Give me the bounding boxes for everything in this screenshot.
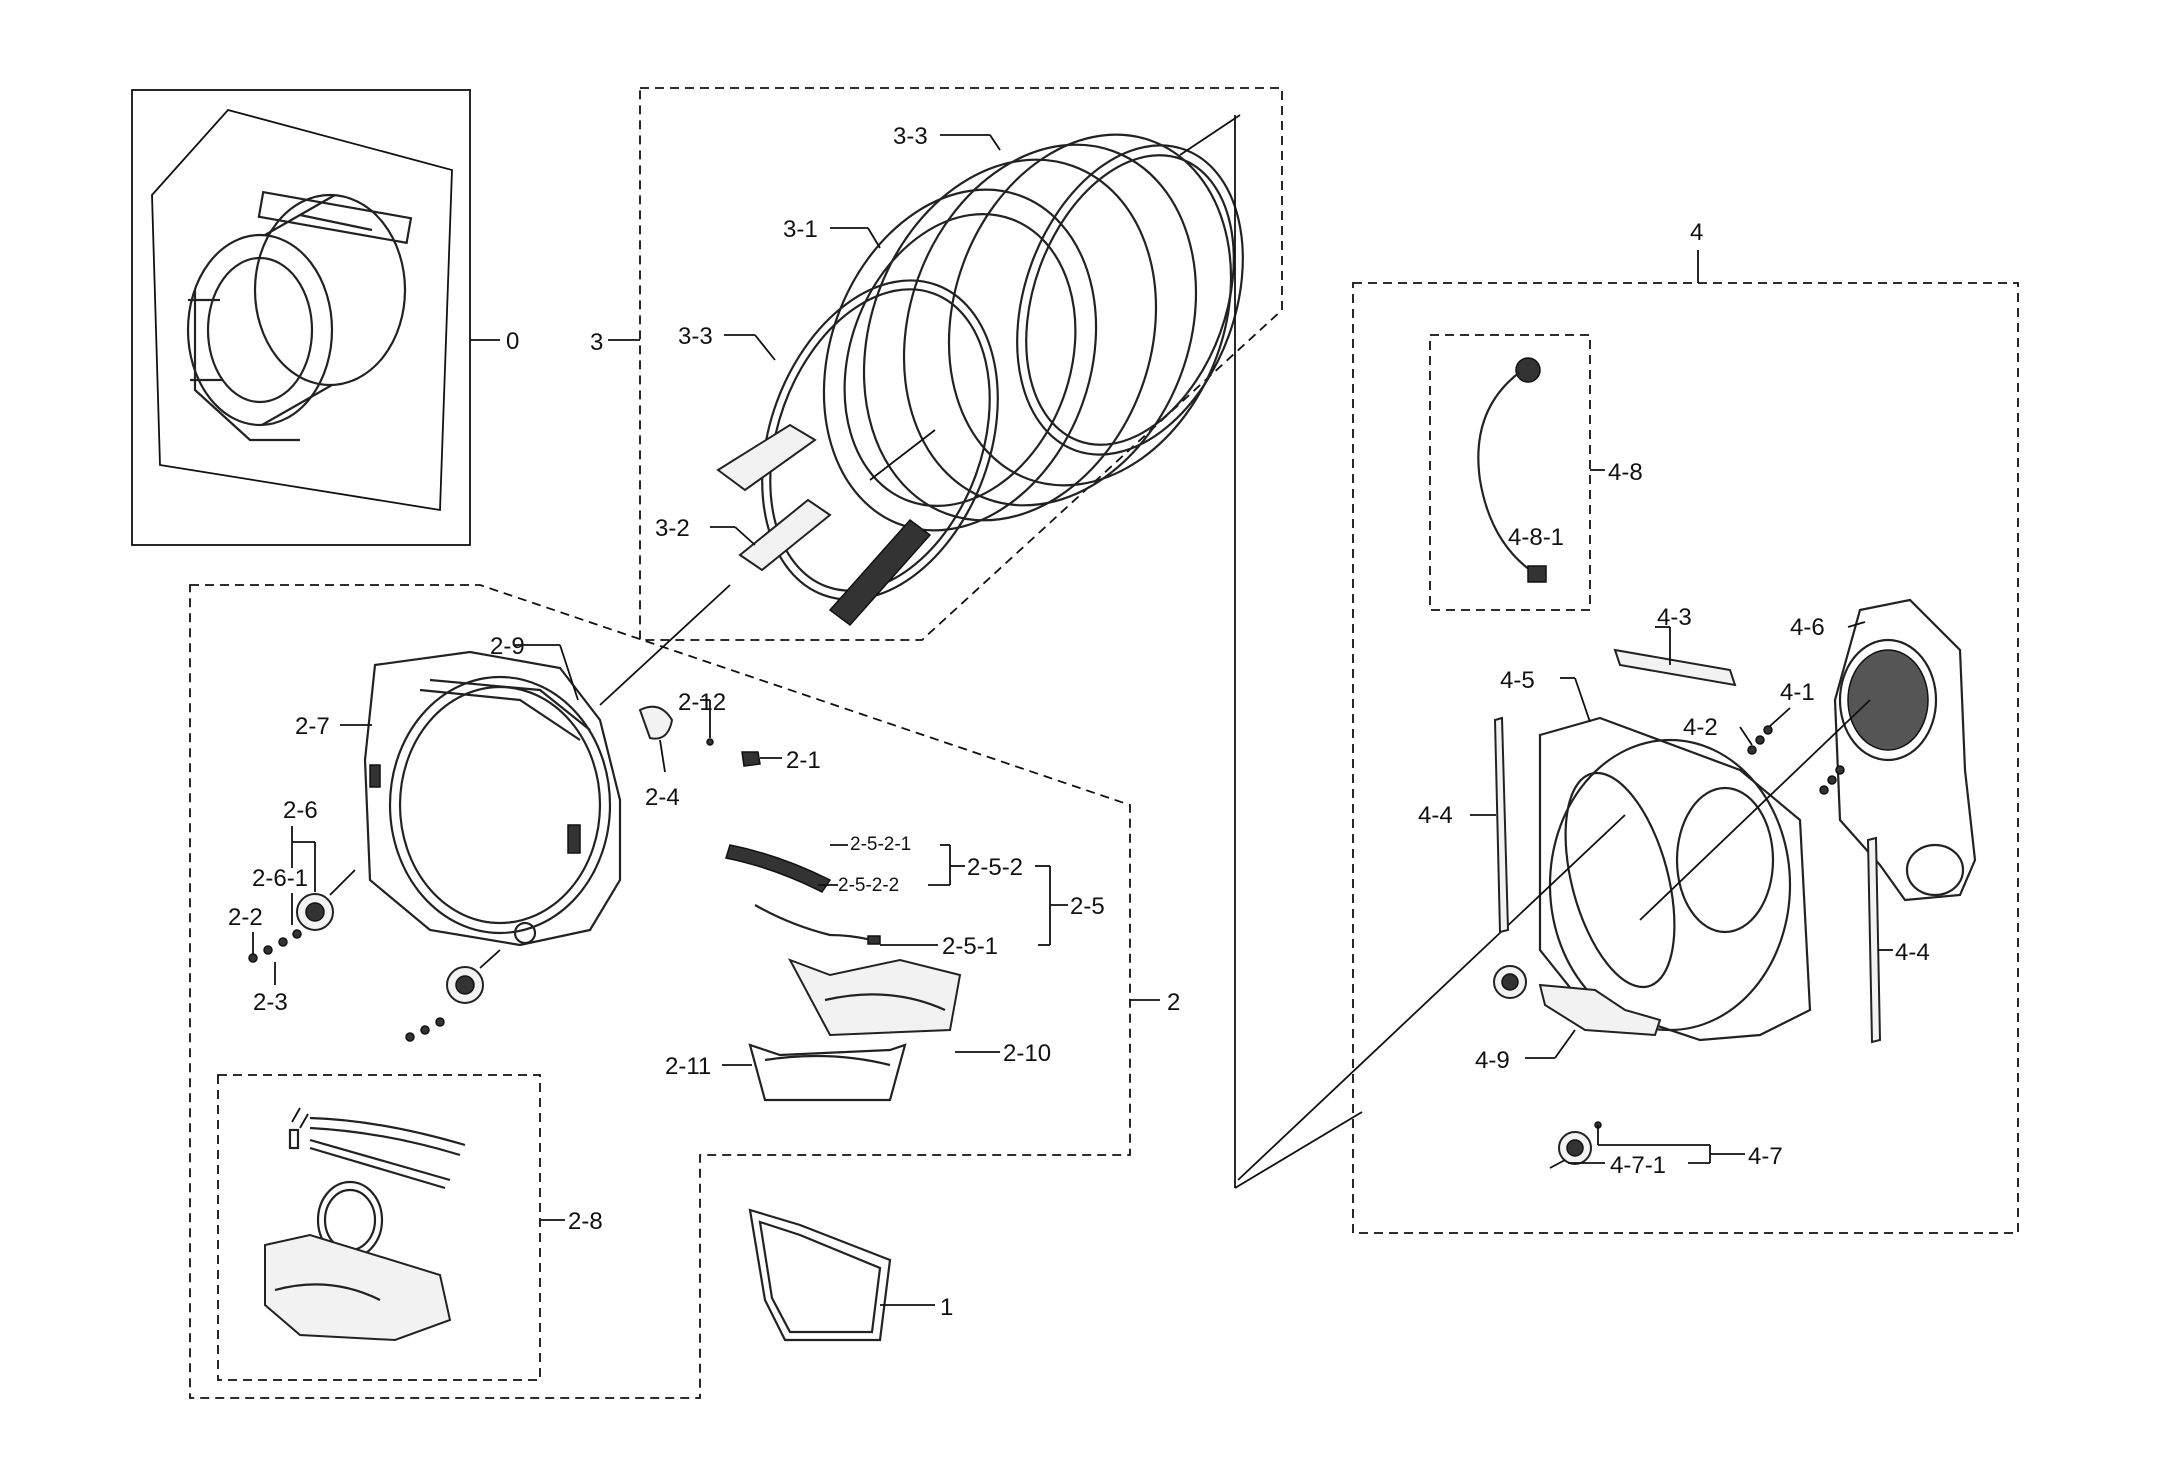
label-4-9: 4-9 (1475, 1047, 1510, 1074)
label-2-10: 2-10 (1003, 1040, 1051, 1067)
label-2-8: 2-8 (568, 1208, 603, 1235)
rear-panel-drawing (1538, 716, 1812, 1042)
label-4-4-right: 4-4 (1895, 939, 1930, 966)
front-frame-drawing (363, 650, 622, 947)
sub-box-2-8: 2-8 (217, 1074, 603, 1381)
guide-line-back (1234, 1111, 1363, 1189)
label-2: 2 (1167, 989, 1180, 1016)
assembly-0-drawing (186, 190, 413, 442)
label-3-2: 3-2 (655, 515, 690, 542)
label-2-5: 2-5 (1070, 893, 1105, 920)
label-2-11: 2-11 (665, 1053, 711, 1080)
assembly-0-box: 0 (131, 89, 519, 546)
group-2-front: 2 (189, 584, 1180, 1399)
label-2-4: 2-4 (645, 784, 680, 811)
label-2-9: 2-9 (490, 633, 525, 660)
label-2-3: 2-3 (253, 989, 288, 1016)
duct-4-6 (1639, 598, 1977, 921)
label-3-3-front: 3-3 (678, 323, 713, 350)
label-1: 1 (940, 1294, 953, 1321)
label-4-6: 4-6 (1790, 614, 1825, 641)
group-4-rear: 4 4-8 4-8-1 (1237, 219, 2019, 1234)
label-2-2: 2-2 (228, 904, 263, 931)
sub-box-4-8: 4-8 4-8-1 (1429, 334, 1643, 611)
label-4-7: 4-7 (1748, 1143, 1783, 1170)
label-4-8-1: 4-8-1 (1508, 524, 1564, 551)
label-2-6: 2-6 (283, 797, 318, 824)
label-2-5-2: 2-5-2 (967, 854, 1023, 881)
label-3-1: 3-1 (783, 216, 818, 243)
label-4: 4 (1690, 219, 1703, 246)
label-4-3: 4-3 (1657, 604, 1692, 631)
label-4-1: 4-1 (1780, 679, 1815, 706)
label-3: 3 (590, 329, 603, 356)
group-3-drum: 3 3-3 3-1 3-3 3-2 (590, 87, 1283, 641)
label-2-1: 2-1 (786, 747, 821, 774)
label-2-6-1: 2-6-1 (252, 865, 308, 892)
label-2-7: 2-7 (295, 713, 330, 740)
label-4-2: 4-2 (1683, 714, 1718, 741)
label-2-5-2-2: 2-5-2-2 (838, 875, 899, 896)
lint-filter-1: 1 (748, 1208, 953, 1342)
label-4-8: 4-8 (1608, 459, 1643, 486)
label-4-5: 4-5 (1500, 667, 1535, 694)
label-0: 0 (506, 328, 519, 355)
label-2-5-2-1: 2-5-2-1 (850, 834, 911, 855)
label-3-3-top: 3-3 (893, 123, 928, 150)
label-4-7-1: 4-7-1 (1610, 1152, 1666, 1179)
label-2-12: 2-12 (678, 689, 726, 716)
label-2-5-1: 2-5-1 (942, 933, 998, 960)
label-4-4-left: 4-4 (1418, 802, 1453, 829)
